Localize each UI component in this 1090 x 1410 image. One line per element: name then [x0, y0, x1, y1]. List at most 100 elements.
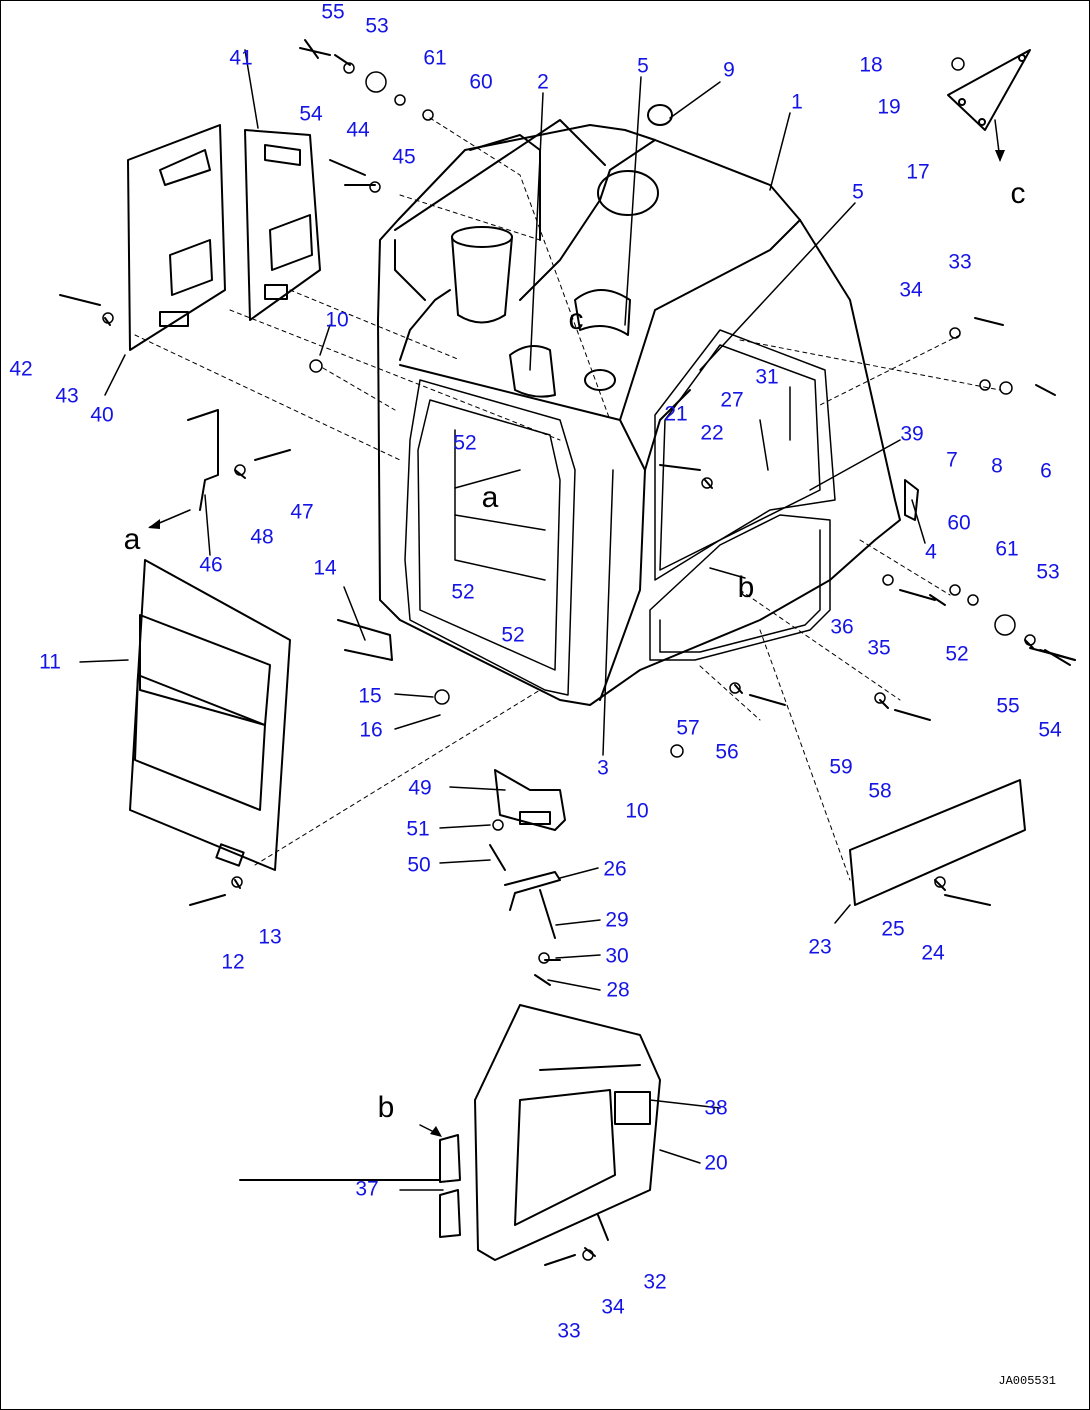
part-number-label: 5	[637, 54, 649, 78]
part-number-label: 4	[925, 540, 937, 564]
part-number-label: 50	[407, 853, 431, 877]
part-number-label: 61	[995, 537, 1019, 561]
part-number-label: 14	[313, 556, 337, 580]
part-number-label: 35	[867, 636, 891, 660]
access-panel-41	[244, 129, 321, 321]
part-number-label: 54	[299, 102, 323, 126]
part-number-label: 23	[808, 935, 832, 959]
part-number-label: 26	[603, 857, 627, 881]
part-number-label: 53	[365, 14, 389, 38]
bracket-49	[494, 769, 566, 831]
drawing-code: JA005531	[998, 1374, 1056, 1388]
part-number-label: 5	[852, 180, 864, 204]
part-number-label: 57	[676, 716, 700, 740]
part-number-label: 52	[501, 623, 525, 647]
part-number-label: 1	[791, 90, 803, 114]
part-number-label: 27	[720, 388, 744, 412]
part-number-label: 55	[996, 694, 1020, 718]
part-number-label: 17	[906, 160, 930, 184]
part-number-label: 53	[1036, 560, 1060, 584]
part-number-label: 21	[664, 402, 688, 426]
part-number-label: 16	[359, 718, 383, 742]
view-letter: c	[1010, 177, 1026, 210]
view-letter: a	[123, 523, 141, 556]
rear-panel-11	[129, 559, 291, 871]
view-letter: a	[481, 481, 499, 514]
plate-23	[849, 779, 1026, 906]
part-number-label: 55	[321, 0, 345, 24]
part-number-label: 59	[829, 755, 853, 779]
view-letter: c	[568, 303, 584, 336]
part-number-label: 31	[755, 365, 779, 389]
part-number-label: 49	[408, 776, 432, 800]
part-number-label: 43	[55, 384, 79, 408]
view-arrows	[149, 119, 1001, 1136]
part-number-label: 19	[877, 95, 901, 119]
part-number-label: 13	[258, 925, 282, 949]
part-number-label: 52	[451, 580, 475, 604]
part-number-label: 52	[945, 642, 969, 666]
part-number-label: 33	[557, 1319, 581, 1343]
view-letter: b	[377, 1091, 395, 1124]
part-number-label: 11	[39, 650, 61, 674]
dashed-lines	[134, 117, 1001, 881]
part-number-label: 54	[1038, 718, 1062, 742]
arrow-head-b	[430, 1126, 442, 1137]
part-number-label: 25	[881, 917, 905, 941]
part-number-label: 39	[900, 422, 924, 446]
part-number-label: 8	[991, 454, 1003, 478]
part-number-label: 33	[948, 250, 972, 274]
part-number-label: 60	[947, 511, 971, 535]
part-number-label: 45	[392, 145, 416, 169]
view-letter: b	[737, 571, 755, 604]
part-number-label: 15	[358, 684, 382, 708]
part-number-label: 56	[715, 740, 739, 764]
side-cover-20	[474, 1004, 661, 1261]
part-number-label: 6	[1040, 459, 1052, 483]
part-number-label: 60	[469, 70, 493, 94]
part-number-label: 52	[453, 431, 477, 455]
part-number-label: 38	[704, 1096, 728, 1120]
part-number-label: 18	[859, 53, 883, 77]
part-number-label: 12	[221, 950, 245, 974]
part-number-label: 7	[946, 448, 958, 472]
part-number-label: 51	[406, 817, 430, 841]
cab-right-opening	[649, 329, 836, 661]
part-number-label: 3	[597, 756, 609, 780]
part-number-label: 36	[830, 615, 854, 639]
part-number-label: 30	[605, 944, 629, 968]
part-number-label: 47	[290, 500, 314, 524]
part-number-label: 10	[625, 799, 649, 823]
washers	[102, 57, 1036, 1261]
part-number-label: 34	[899, 278, 923, 302]
part-number-label: 42	[9, 357, 33, 381]
part-number-label: 32	[643, 1270, 667, 1294]
bracket-17	[947, 49, 1031, 131]
part-number-label: 2	[537, 70, 549, 94]
part-number-label: 40	[90, 403, 114, 427]
access-panel-40	[127, 124, 226, 351]
part-number-label: 37	[355, 1177, 379, 1201]
cab-top-pipe	[451, 170, 659, 398]
part-number-label: 29	[605, 908, 629, 932]
arrow-head-c	[995, 150, 1005, 162]
part-number-label: 20	[704, 1151, 728, 1175]
part-number-label: 34	[601, 1295, 625, 1319]
cab-left-opening	[404, 379, 576, 696]
part-number-label: 9	[723, 58, 735, 82]
arrow-head-a	[148, 519, 160, 529]
part-number-label: 10	[325, 308, 349, 332]
part-number-label: 46	[199, 553, 223, 577]
part-number-label: 22	[700, 421, 724, 445]
part-number-label: 48	[250, 525, 274, 549]
part-number-label: 58	[868, 779, 892, 803]
part-number-label: 24	[921, 941, 945, 965]
fasteners	[59, 39, 1076, 1266]
leader-lines	[79, 49, 926, 1191]
part-number-label: 44	[346, 118, 370, 142]
part-number-label: 28	[606, 978, 630, 1002]
part-number-label: 41	[229, 46, 253, 70]
part-number-label: 61	[423, 46, 447, 70]
